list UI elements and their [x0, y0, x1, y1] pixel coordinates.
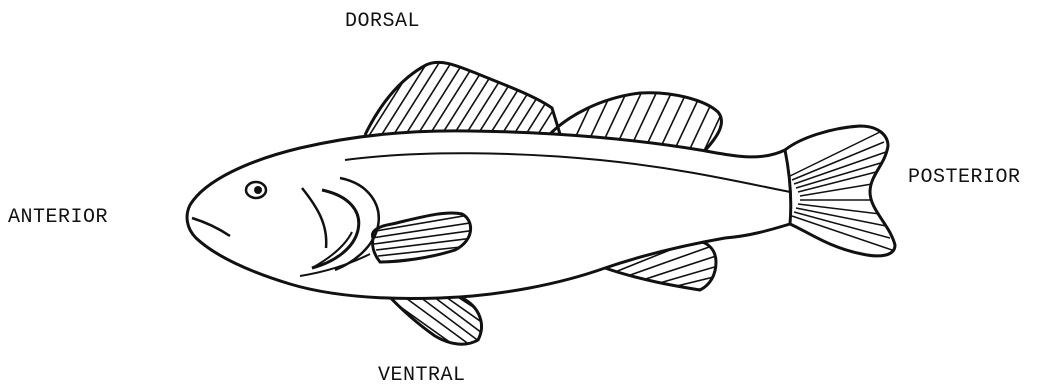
label-anterior: ANTERIOR [8, 206, 108, 229]
caudal-fin [785, 126, 895, 256]
label-posterior: POSTERIOR [908, 166, 1021, 189]
eye [246, 182, 266, 198]
label-dorsal: DORSAL [345, 10, 420, 33]
label-ventral: VENTRAL [378, 364, 466, 387]
fish-body [187, 131, 791, 299]
